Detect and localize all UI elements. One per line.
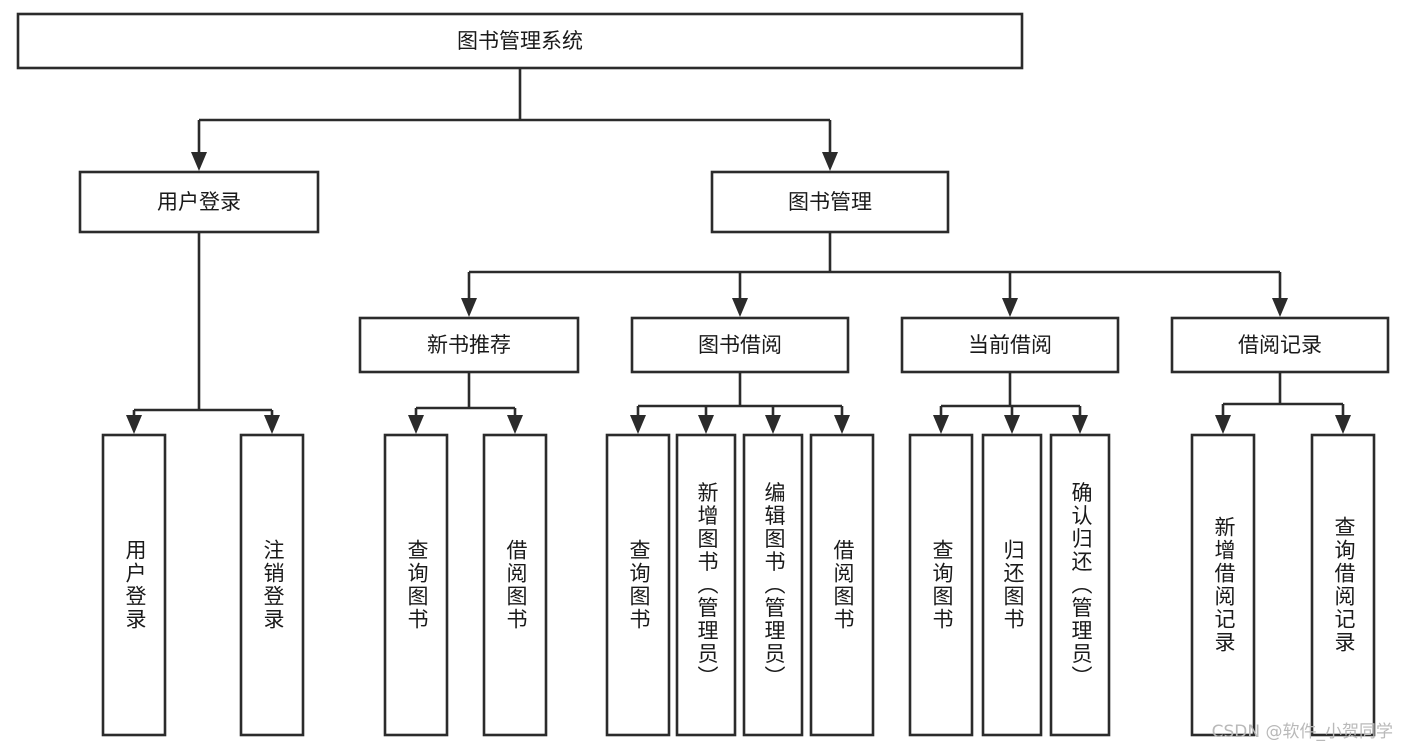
arrow-head-icon xyxy=(765,415,781,434)
arrow-head-icon xyxy=(1335,415,1351,434)
node-box xyxy=(78,170,320,234)
node-box xyxy=(358,316,580,374)
node-login[interactable]: 用户登录 xyxy=(78,170,320,234)
node-leaf-rc1[interactable]: 新增借阅记录 xyxy=(1190,433,1256,737)
node-label: 图书借阅 xyxy=(698,333,782,357)
node-box xyxy=(1190,433,1256,737)
edge-group-borrow xyxy=(630,372,850,434)
node-leaf-cu2[interactable]: 归还图书 xyxy=(981,433,1043,737)
node-record[interactable]: 借阅记录 xyxy=(1170,316,1390,374)
edge-group-root xyxy=(191,68,838,171)
node-box xyxy=(1310,433,1376,737)
node-box xyxy=(742,433,804,737)
node-box xyxy=(101,433,167,737)
node-box xyxy=(630,316,850,374)
arrow-head-icon xyxy=(822,152,838,171)
node-box xyxy=(16,12,1024,70)
node-label: 注销登录 xyxy=(261,539,285,631)
node-leaf-nb2[interactable]: 借阅图书 xyxy=(482,433,548,737)
node-leaf-br3[interactable]: 编辑图书（管理员） xyxy=(742,433,804,737)
node-newbook[interactable]: 新书推荐 xyxy=(358,316,580,374)
node-label: 图书管理 xyxy=(788,190,872,214)
node-box xyxy=(1049,433,1111,737)
node-label: 新增图书（管理员） xyxy=(695,482,719,689)
arrow-head-icon xyxy=(264,415,280,434)
node-label: 借阅图书 xyxy=(831,539,855,631)
csdn-watermark: CSDN @软件_小贺同学 xyxy=(1211,722,1393,742)
arrow-head-icon xyxy=(1272,298,1288,317)
node-leaf-br1[interactable]: 查询图书 xyxy=(605,433,671,737)
arrow-head-icon xyxy=(507,415,523,434)
node-leaf-br4[interactable]: 借阅图书 xyxy=(809,433,875,737)
edge-layer xyxy=(126,68,1351,434)
node-box xyxy=(809,433,875,737)
node-leaf-login2[interactable]: 注销登录 xyxy=(239,433,305,737)
arrow-head-icon xyxy=(191,152,207,171)
node-leaf-rc2[interactable]: 查询借阅记录 xyxy=(1310,433,1376,737)
node-box xyxy=(482,433,548,737)
node-root[interactable]: 图书管理系统 xyxy=(16,12,1024,70)
arrow-head-icon xyxy=(461,298,477,317)
node-label: 查询图书 xyxy=(405,539,429,631)
node-box xyxy=(900,316,1120,374)
node-leaf-br2[interactable]: 新增图书（管理员） xyxy=(675,433,737,737)
edge-group-record xyxy=(1215,372,1351,434)
node-leaf-login1[interactable]: 用户登录 xyxy=(101,433,167,737)
node-label: 归还图书 xyxy=(1001,539,1025,631)
node-bookmgmt[interactable]: 图书管理 xyxy=(710,170,950,234)
edge-group-newbook xyxy=(408,372,523,434)
node-label: 编辑图书（管理员） xyxy=(762,482,786,689)
edge-group-bookmgmt xyxy=(461,232,1288,317)
node-label: 查询图书 xyxy=(627,539,651,631)
node-box xyxy=(605,433,671,737)
arrow-head-icon xyxy=(698,415,714,434)
node-label: 借阅图书 xyxy=(504,539,528,631)
node-layer: 图书管理系统用户登录图书管理新书推荐图书借阅当前借阅借阅记录用户登录注销登录查询… xyxy=(16,12,1390,737)
arrow-head-icon xyxy=(834,415,850,434)
node-leaf-cu1[interactable]: 查询图书 xyxy=(908,433,974,737)
arrow-head-icon xyxy=(126,415,142,434)
arrow-head-icon xyxy=(1072,415,1088,434)
node-box xyxy=(675,433,737,737)
arrow-head-icon xyxy=(1002,298,1018,317)
arrow-head-icon xyxy=(933,415,949,434)
node-leaf-nb1[interactable]: 查询图书 xyxy=(383,433,449,737)
node-box xyxy=(908,433,974,737)
arrow-head-icon xyxy=(408,415,424,434)
node-borrow[interactable]: 图书借阅 xyxy=(630,316,850,374)
arrow-head-icon xyxy=(1004,415,1020,434)
arrow-head-icon xyxy=(732,298,748,317)
node-label: 当前借阅 xyxy=(968,333,1052,357)
node-label: 用户登录 xyxy=(123,539,147,631)
node-label: 新书推荐 xyxy=(427,333,511,357)
node-label: 确认归还（管理员） xyxy=(1069,482,1093,689)
node-box xyxy=(710,170,950,234)
node-label: 查询图书 xyxy=(930,539,954,631)
node-label: 借阅记录 xyxy=(1238,333,1322,357)
node-box xyxy=(383,433,449,737)
arrow-head-icon xyxy=(1215,415,1231,434)
node-label: 新增借阅记录 xyxy=(1212,516,1236,654)
node-box xyxy=(981,433,1043,737)
node-box xyxy=(239,433,305,737)
arrow-head-icon xyxy=(630,415,646,434)
edge-group-login xyxy=(126,232,280,434)
node-label: 图书管理系统 xyxy=(457,29,583,53)
node-label: 查询借阅记录 xyxy=(1332,516,1356,654)
edge-group-current xyxy=(933,372,1088,434)
node-box xyxy=(1170,316,1390,374)
node-current[interactable]: 当前借阅 xyxy=(900,316,1120,374)
node-leaf-cu3[interactable]: 确认归还（管理员） xyxy=(1049,433,1111,737)
node-label: 用户登录 xyxy=(157,190,241,214)
